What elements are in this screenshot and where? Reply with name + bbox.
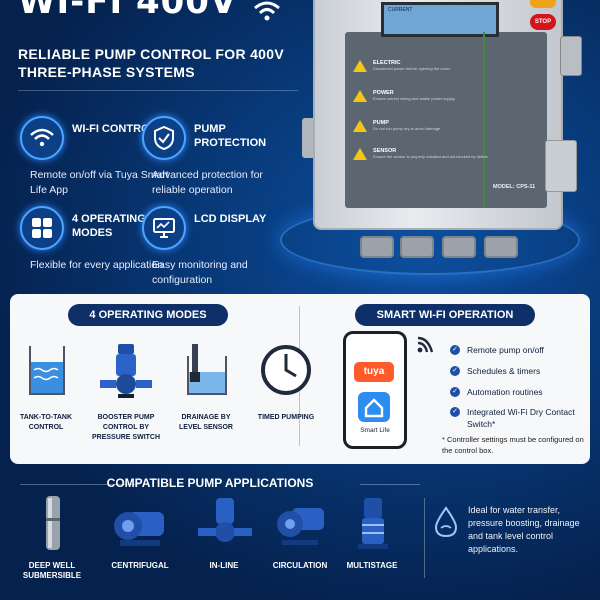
model-label: MODEL: CPS-11	[493, 184, 536, 190]
divider	[18, 90, 298, 91]
tuya-app-icon: tuya	[354, 362, 394, 382]
centrifugal-pump-icon	[114, 512, 164, 546]
smartphone-image: tuya Smart Life	[343, 331, 407, 449]
divider	[360, 484, 420, 485]
info-panel: 4 OPERATING MODES SMART WI-FI OPERATION …	[10, 294, 590, 464]
pump-label: CENTRIFUGAL	[111, 561, 169, 570]
warning-title: SENSOR	[373, 148, 397, 154]
warning-icon	[353, 120, 367, 132]
wifi-icon	[254, 1, 280, 21]
feature-desc: Easy monitoring and configuration	[152, 259, 248, 286]
cable-gland	[442, 236, 476, 258]
lcd-screen: CURRENT	[381, 2, 499, 37]
warning-desc: Do not run pump dry to avoid damage	[373, 126, 441, 131]
mode-label: TIMED PUMPING	[257, 414, 315, 421]
warning-icon	[353, 148, 367, 160]
check-label: Remote pump on/off	[467, 345, 544, 355]
wifi-signal-icon	[417, 336, 434, 353]
warning-icon	[353, 60, 367, 72]
warning-icon	[353, 90, 367, 102]
panel-divider	[483, 32, 485, 208]
pump-label: MULTISTAGE	[346, 561, 398, 570]
mode-drainage-level-sensor: DRAINAGE BY LEVEL SENSOR	[170, 340, 242, 433]
mounting-bracket	[560, 36, 582, 76]
feature-title: PUMP PROTECTION	[194, 123, 267, 149]
mode-booster-pump: BOOSTER PUMP CONTROL BY PRESSURE SWITCH	[90, 340, 162, 443]
settings-note: * Controller settings must be configured…	[442, 435, 584, 455]
start-button	[530, 0, 556, 8]
control-box-image: CURRENT STOP ELECTRIC Disconnect power b…	[313, 0, 563, 230]
mode-tank-to-tank: TANK-TO-TANK CONTROL	[10, 340, 82, 433]
page-subtitle: RELIABLE PUMP CONTROL FOR 400V THREE-PHA…	[18, 46, 284, 80]
wifi-heading: SMART WI-FI OPERATION	[355, 304, 535, 326]
check-icon: ✓	[450, 407, 460, 417]
pump-inline: IN-LINE	[184, 496, 264, 571]
mode-label: DRAINAGE BY LEVEL SENSOR	[179, 414, 233, 431]
inline-pump-icon	[198, 498, 252, 542]
hinge	[545, 140, 577, 192]
page-title: WI-FI 400V	[18, 0, 238, 22]
check-label: Automation routines	[467, 387, 543, 397]
mode-timed-pumping: TIMED PUMPING	[250, 340, 322, 423]
warning-title: PUMP	[373, 120, 389, 126]
submersible-pump-icon	[46, 496, 60, 550]
divider	[424, 498, 425, 578]
check-icon: ✓	[450, 387, 460, 397]
warning-desc: Ensure the sensor is properly installed …	[373, 154, 488, 159]
check-icon: ✓	[450, 345, 460, 355]
water-drop-icon	[434, 506, 458, 538]
warning-title: POWER	[373, 90, 394, 96]
check-label: Integrated Wi-Fi Dry Contact Switch*	[467, 407, 575, 429]
mode-label: TANK-TO-TANK CONTROL	[19, 414, 73, 431]
pump-centrifugal: CENTRIFUGAL	[100, 496, 180, 571]
feature-desc: Advanced protection for reliable operati…	[152, 169, 263, 196]
feature-title: WI-FI CONTROL	[72, 123, 157, 135]
feature-title: LCD DISPLAY	[194, 213, 267, 225]
multistage-pump-icon	[358, 498, 388, 549]
wifi-icon	[20, 116, 64, 160]
stop-button: STOP	[530, 14, 556, 30]
circulation-pump-icon	[277, 508, 324, 545]
modes-heading: 4 OPERATING MODES	[68, 304, 228, 326]
mode-label: BOOSTER PUMP CONTROL BY PRESSURE SWITCH	[91, 414, 161, 441]
pump-label: IN-LINE	[209, 561, 239, 570]
feature-desc: Remote on/off via Tuya Smart Life App	[30, 169, 169, 196]
warning-desc: Ensure correct wiring and stable power s…	[373, 96, 455, 101]
warning-title: ELECTRIC	[373, 60, 401, 66]
mounting-bracket	[302, 118, 316, 158]
divider	[20, 484, 140, 485]
applications-heading: COMPATIBLE PUMP APPLICATIONS	[106, 476, 314, 490]
pump-label: CIRCULATION	[272, 561, 328, 570]
feature-desc: Flexible for every application	[30, 259, 164, 271]
cable-gland	[360, 236, 394, 258]
control-box-panel: CURRENT STOP ELECTRIC Disconnect power b…	[345, 0, 556, 208]
cable-gland	[400, 236, 434, 258]
shield-check-icon	[142, 116, 186, 160]
pump-multistage: MULTISTAGE	[332, 496, 412, 571]
clock-icon	[261, 345, 311, 395]
check-icon: ✓	[450, 366, 460, 376]
pump-circulation: CIRCULATION	[260, 496, 340, 571]
lcd-text: CURRENT	[388, 7, 413, 13]
feature-title: 4 OPERATING MODES	[72, 213, 146, 239]
pump-label: DEEP WELL SUBMERSIBLE	[22, 561, 82, 580]
pump-deep-well: DEEP WELL SUBMERSIBLE	[12, 496, 92, 581]
smart-life-app-icon	[358, 392, 390, 422]
applications-description: Ideal for water transfer, pressure boost…	[468, 505, 580, 554]
cable-gland	[484, 236, 518, 258]
check-label: Schedules & timers	[467, 366, 541, 376]
smart-life-label: Smart Life	[360, 427, 390, 434]
level-sensor-icon	[187, 344, 227, 395]
monitor-icon	[142, 206, 186, 250]
warning-desc: Disconnect power before opening the cove…	[373, 66, 451, 71]
grid-icon	[20, 206, 64, 250]
booster-pump-icon	[100, 344, 152, 398]
tank-icon	[29, 346, 65, 395]
